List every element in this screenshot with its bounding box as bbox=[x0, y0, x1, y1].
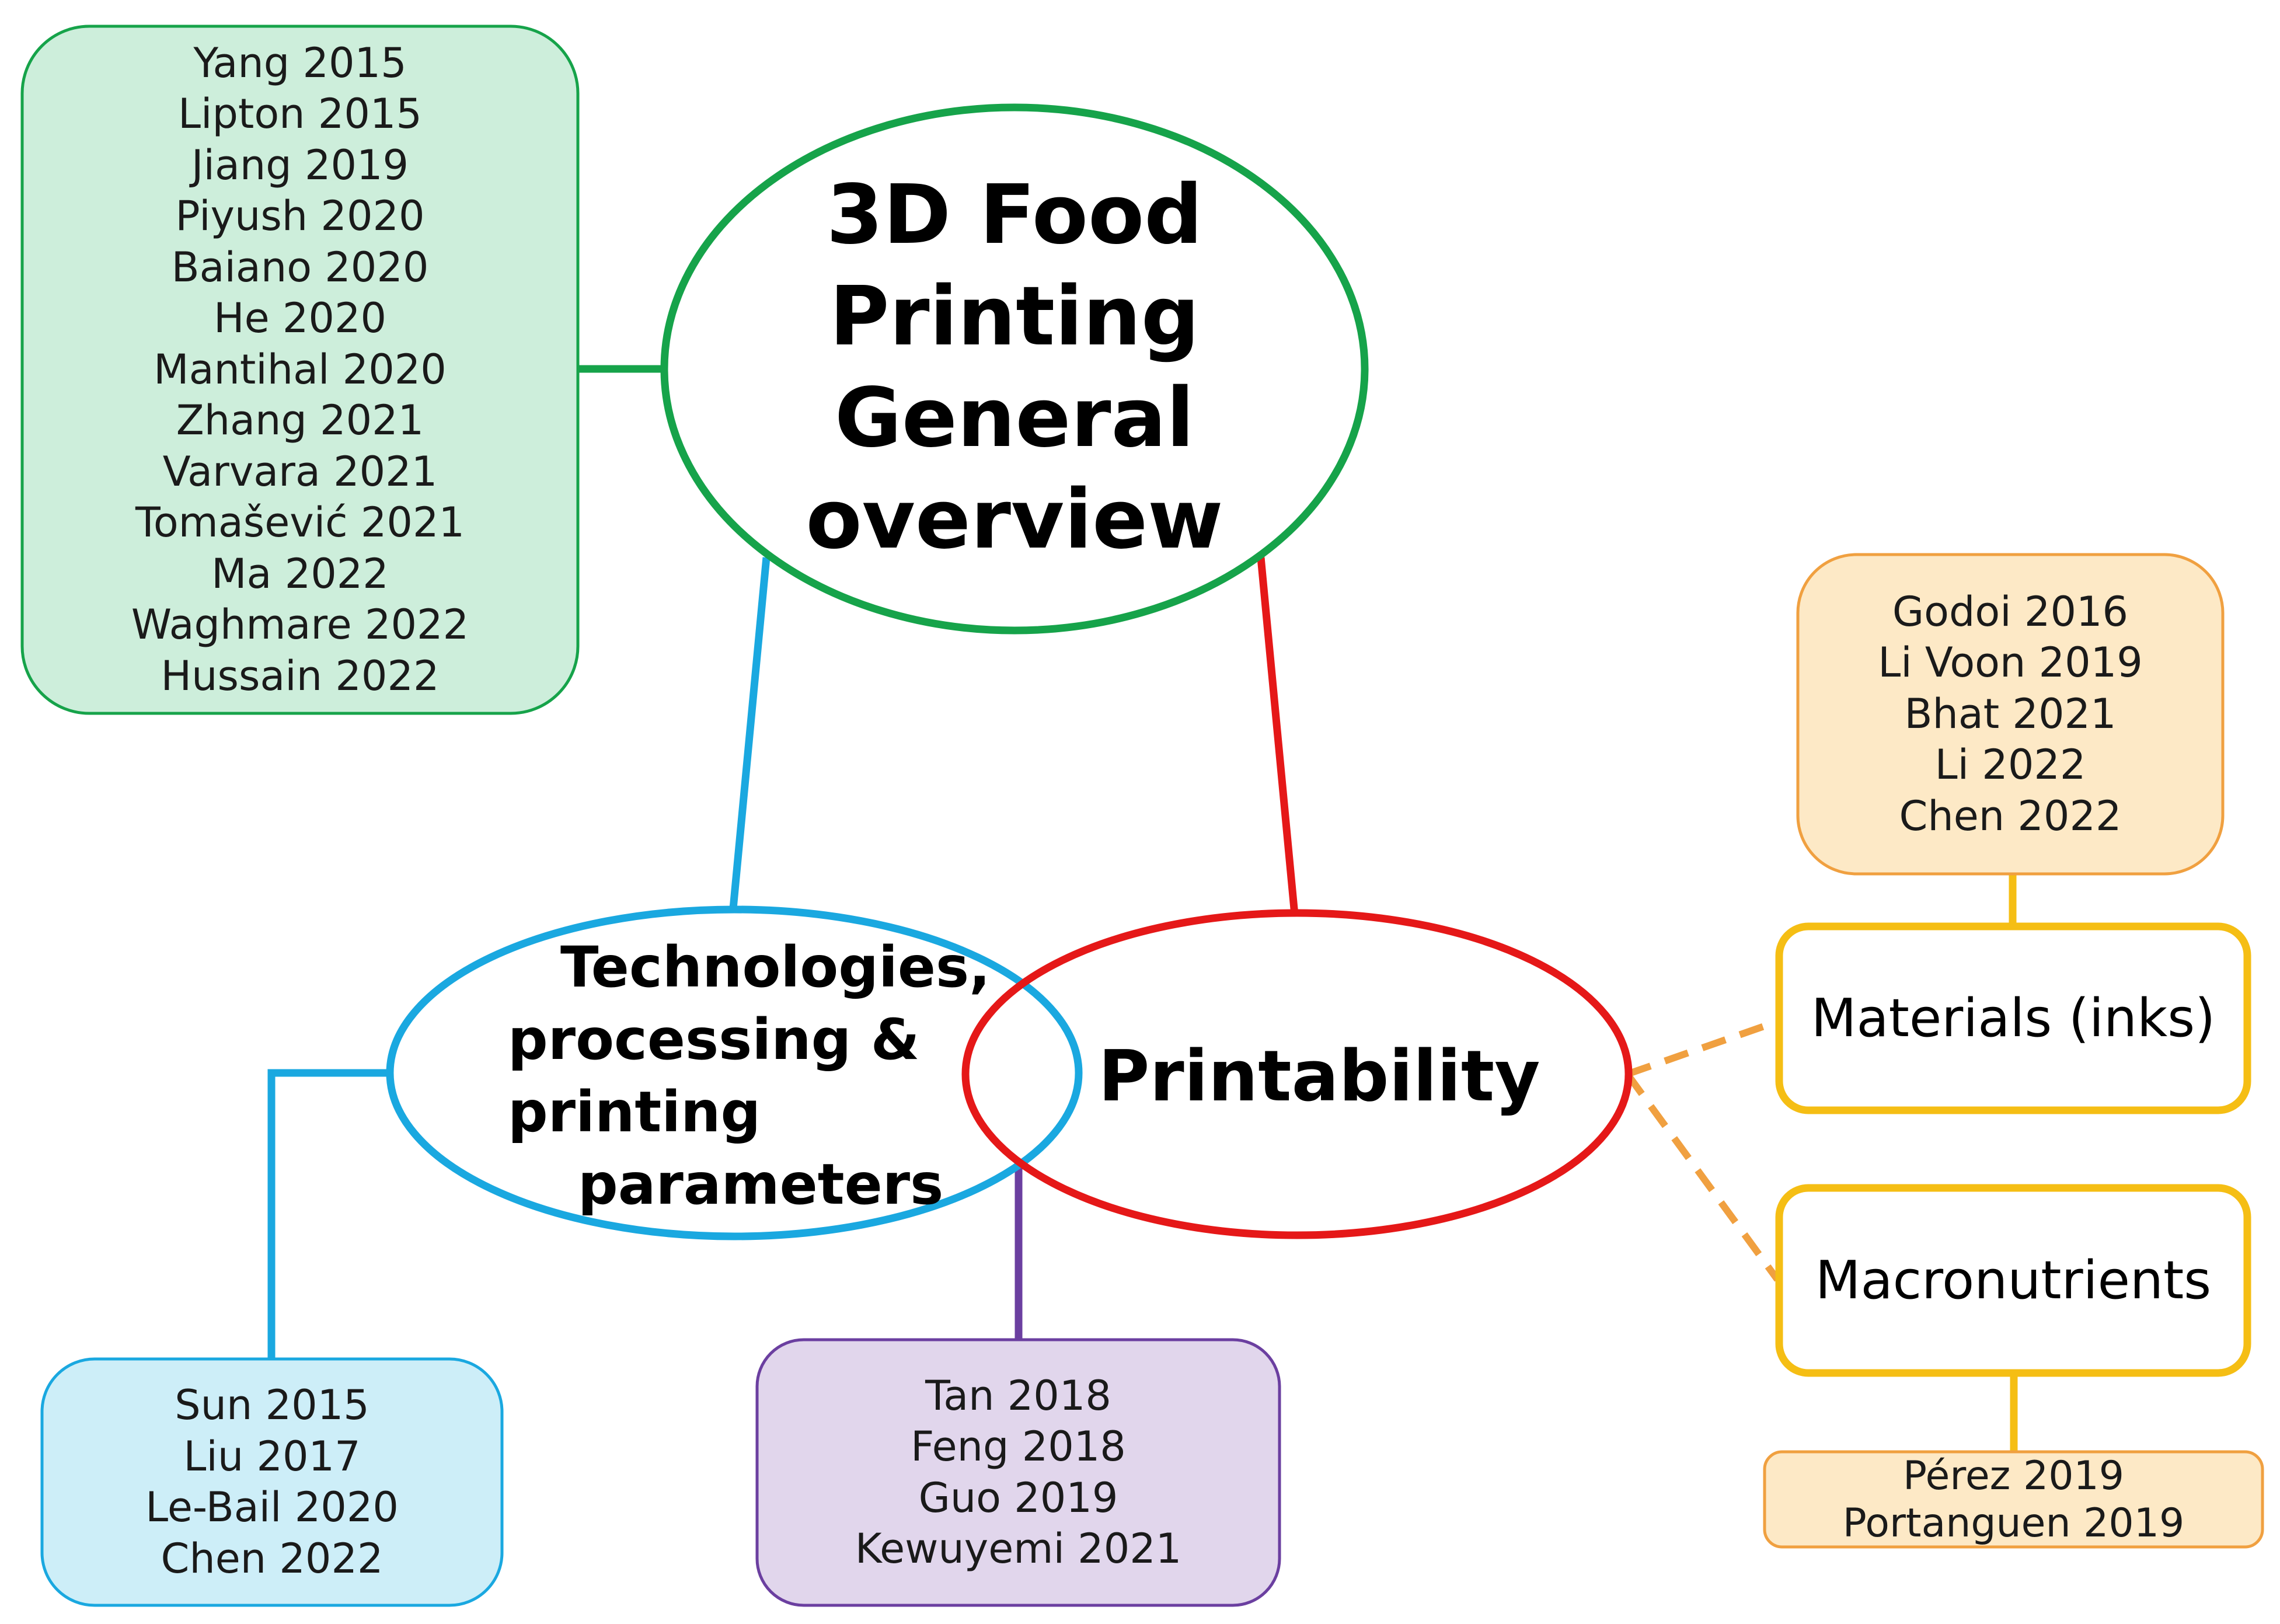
macronutrients-refs-list: Pérez 2019 Portanguen 2019 bbox=[1765, 1452, 2262, 1547]
reference-item: Chen 2022 bbox=[161, 1534, 384, 1583]
reference-item: He 2020 bbox=[213, 294, 387, 343]
macronutrients-label: Macronutrients bbox=[1815, 1250, 2212, 1311]
general-overview-title: 3D Food Printing General overview bbox=[723, 165, 1306, 571]
printability-title: Printability bbox=[1098, 1036, 1540, 1117]
materials-refs-box-bg bbox=[1796, 553, 2225, 876]
technologies-refs-list: Sun 2015 Liu 2017 Le-Bail 2020 Chen 2022 bbox=[42, 1359, 502, 1605]
connector-general-printability bbox=[1257, 557, 1299, 915]
reference-item: Zhang 2021 bbox=[176, 396, 424, 445]
reference-item: Portanguen 2019 bbox=[1842, 1500, 2185, 1546]
reference-item: Godoi 2016 bbox=[1892, 587, 2129, 636]
reference-item: Yang 2015 bbox=[193, 39, 407, 87]
reference-item: Piyush 2020 bbox=[175, 192, 425, 241]
reference-item: Ma 2022 bbox=[211, 549, 389, 598]
reference-item: Tan 2018 bbox=[925, 1371, 1111, 1420]
overlap-refs-box-bg bbox=[755, 1338, 1281, 1607]
reference-item: Mantihal 2020 bbox=[154, 345, 447, 393]
reference-item: Kewuyemi 2021 bbox=[855, 1525, 1182, 1573]
technologies-title-line: parameters bbox=[578, 1152, 944, 1217]
reference-item: Hussain 2022 bbox=[161, 651, 440, 700]
technologies-node bbox=[386, 905, 1083, 1240]
macronutrients-node-border bbox=[1775, 1184, 2251, 1377]
reference-item: Baiano 2020 bbox=[171, 243, 429, 291]
reference-item: Waghmare 2022 bbox=[131, 601, 469, 649]
materials-refs-list: Godoi 2016 Li Voon 2019 Bhat 2021 Li 202… bbox=[1798, 555, 2223, 874]
reference-item: Tomašević 2021 bbox=[135, 499, 465, 547]
printability-node bbox=[961, 909, 1633, 1239]
reference-item: Le-Bail 2020 bbox=[145, 1483, 399, 1531]
general-title-line: General bbox=[835, 371, 1194, 466]
reference-item: Feng 2018 bbox=[911, 1423, 1126, 1470]
reference-item: Varvara 2021 bbox=[162, 447, 438, 496]
connector-technologies-refs bbox=[267, 1069, 390, 1359]
dashed-connector-macronutrients bbox=[1624, 1072, 1780, 1282]
reference-item: Liu 2017 bbox=[183, 1432, 361, 1480]
materials-label: Materials (inks) bbox=[1811, 988, 2216, 1049]
overlap-refs-list: Tan 2018 Feng 2018 Guo 2019 Kewuyemi 202… bbox=[757, 1340, 1280, 1605]
general-refs-box-bg bbox=[20, 25, 580, 715]
macronutrients-refs-box-bg bbox=[1763, 1450, 2264, 1549]
materials-node-border bbox=[1775, 922, 2251, 1114]
dashed-connector-materials bbox=[1626, 1018, 1779, 1078]
general-title-line: Printing bbox=[829, 269, 1200, 364]
technologies-refs-box-bg bbox=[40, 1357, 504, 1607]
general-refs-list: Yang 2015 Lipton 2015 Jiang 2019 Piyush … bbox=[22, 26, 578, 713]
reference-item: Li 2022 bbox=[1934, 741, 2086, 789]
technologies-title-line: printing bbox=[508, 1079, 761, 1145]
general-overview-node bbox=[660, 103, 1369, 635]
technologies-title-line: Technologies, bbox=[560, 935, 991, 1000]
reference-item: Bhat 2021 bbox=[1904, 689, 2117, 738]
technologies-title-line: processing & bbox=[508, 1007, 920, 1072]
general-title-line: 3D Food bbox=[826, 168, 1203, 263]
connector-general-technologies bbox=[728, 557, 771, 915]
reference-item: Jiang 2019 bbox=[191, 141, 409, 189]
reference-item: Li Voon 2019 bbox=[1878, 639, 2143, 687]
reference-item: Lipton 2015 bbox=[178, 90, 422, 138]
technologies-title: Technologies, processing & printing para… bbox=[508, 931, 991, 1221]
reference-item: Chen 2022 bbox=[1899, 792, 2122, 840]
reference-item: Guo 2019 bbox=[918, 1473, 1118, 1522]
reference-item: Pérez 2019 bbox=[1902, 1452, 2125, 1499]
general-title-line: overview bbox=[806, 472, 1223, 567]
reference-item: Sun 2015 bbox=[175, 1381, 369, 1429]
